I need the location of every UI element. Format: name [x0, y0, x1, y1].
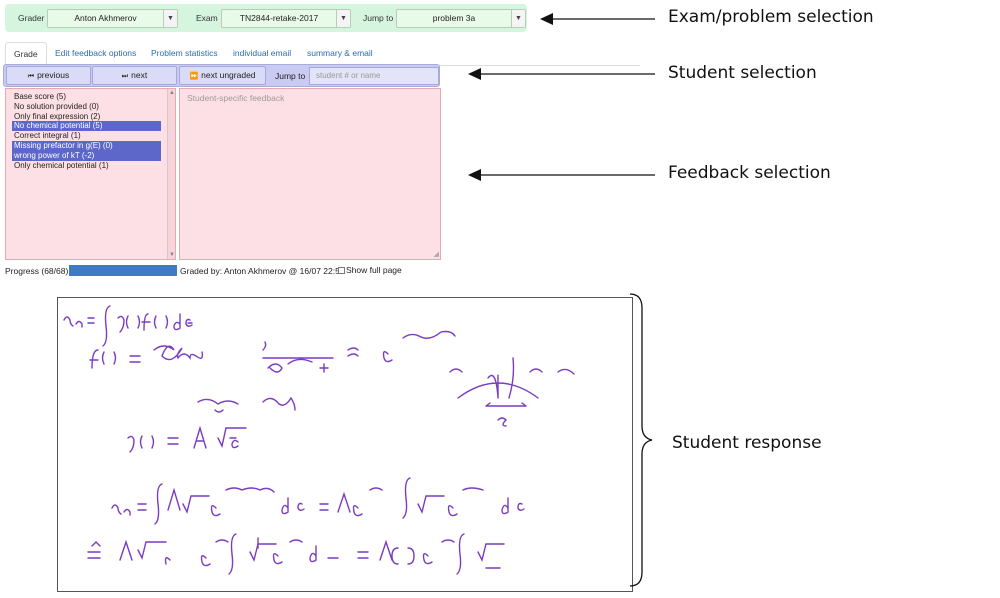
feedback-option[interactable]: Only chemical potential (1)	[14, 160, 109, 170]
student-selection-bar: ⏮previous ⏭next ⏩next ungraded Jump to s…	[3, 64, 440, 87]
grader-select[interactable]: Anton Akhmerov ▼	[47, 9, 178, 28]
grader-label: Grader	[18, 13, 45, 23]
arrow-left-icon	[540, 13, 655, 25]
tab-problem-statistics[interactable]: Problem statistics	[151, 48, 218, 58]
scrollbar[interactable]: ▲ ▼	[167, 89, 175, 259]
annotation-student-response: Student response	[672, 433, 822, 453]
feedback-placeholder: Student-specific feedback	[187, 93, 285, 103]
feedback-option[interactable]: Only final expression (2)	[14, 111, 101, 121]
graded-by-text: Graded by: Anton Akhmerov @ 16/07 22:52	[180, 266, 345, 276]
next-label: next	[131, 70, 148, 80]
arrow-left-icon	[468, 68, 655, 80]
previous-button[interactable]: ⏮previous	[6, 66, 91, 85]
show-full-label: Show full page	[346, 265, 402, 275]
grader-value: Anton Akhmerov	[74, 13, 137, 23]
jump-problem-label: Jump to	[363, 13, 394, 23]
feedback-option[interactable]: No chemical potential (5)	[12, 121, 161, 132]
progress-fill	[69, 265, 177, 276]
fast-forward-icon: ⏩	[189, 73, 199, 80]
chevron-down-icon: ▼	[511, 10, 525, 27]
feedback-option[interactable]: wrong power of kT (-2)	[12, 150, 161, 161]
tab-individual-email[interactable]: individual email	[233, 48, 292, 58]
progress-bar	[69, 265, 177, 276]
chevron-down-icon: ▼	[336, 10, 350, 27]
tab-bar: Grade Edit feedback options Problem stat…	[5, 42, 640, 67]
right-brace-icon	[629, 293, 653, 587]
previous-label: previous	[37, 70, 70, 80]
exam-value: TN2844-retake-2017	[239, 13, 319, 23]
show-full-checkbox[interactable]	[338, 267, 345, 274]
next-ungraded-button[interactable]: ⏩next ungraded	[179, 66, 266, 85]
feedback-options-list[interactable]: Base score (5)No solution provided (0)On…	[5, 88, 176, 260]
arrow-left-icon	[468, 169, 655, 181]
scroll-up-icon: ▲	[169, 90, 175, 96]
tab-summary-email[interactable]: summary & email	[307, 48, 373, 58]
skip-next-icon: ⏭	[121, 73, 129, 80]
progress-label: Progress (68/68)	[5, 266, 69, 276]
chevron-down-icon: ▼	[163, 10, 177, 27]
tab-grade[interactable]: Grade	[5, 42, 47, 67]
feedback-items: Base score (5)No solution provided (0)On…	[6, 92, 161, 170]
annotation-exam-selection: Exam/problem selection	[668, 7, 874, 27]
problem-value: problem 3a	[432, 13, 476, 23]
annotation-feedback-selection: Feedback selection	[668, 163, 831, 183]
student-search-input[interactable]: student # or name	[309, 67, 439, 85]
exam-select[interactable]: TN2844-retake-2017 ▼	[221, 9, 351, 28]
scroll-down-icon: ▼	[169, 252, 175, 258]
student-response-image	[57, 297, 633, 592]
jump-student-label: Jump to	[275, 71, 306, 81]
exam-label: Exam	[196, 13, 218, 23]
student-feedback-textarea[interactable]: Student-specific feedback ◢	[179, 88, 441, 260]
feedback-option[interactable]: Missing prefactor in g(E) (0)	[12, 140, 161, 151]
next-ungraded-label: next ungraded	[201, 70, 256, 80]
feedback-option[interactable]: Base score (5)	[14, 92, 67, 101]
handwriting-scan	[63, 305, 575, 575]
next-button[interactable]: ⏭next	[92, 66, 177, 85]
feedback-option[interactable]: No solution provided (0)	[14, 101, 99, 111]
annotation-student-selection: Student selection	[668, 63, 817, 83]
tab-edit-feedback-options[interactable]: Edit feedback options	[55, 48, 137, 58]
problem-select[interactable]: problem 3a ▼	[396, 9, 526, 28]
exam-selection-bar: Grader Anton Akhmerov ▼ Exam TN2844-reta…	[5, 4, 527, 32]
show-full-page-toggle[interactable]: Show full page	[338, 265, 402, 275]
skip-previous-icon: ⏮	[27, 73, 35, 80]
feedback-option[interactable]: Correct integral (1)	[14, 131, 81, 141]
resize-grip-icon[interactable]: ◢	[433, 251, 439, 258]
